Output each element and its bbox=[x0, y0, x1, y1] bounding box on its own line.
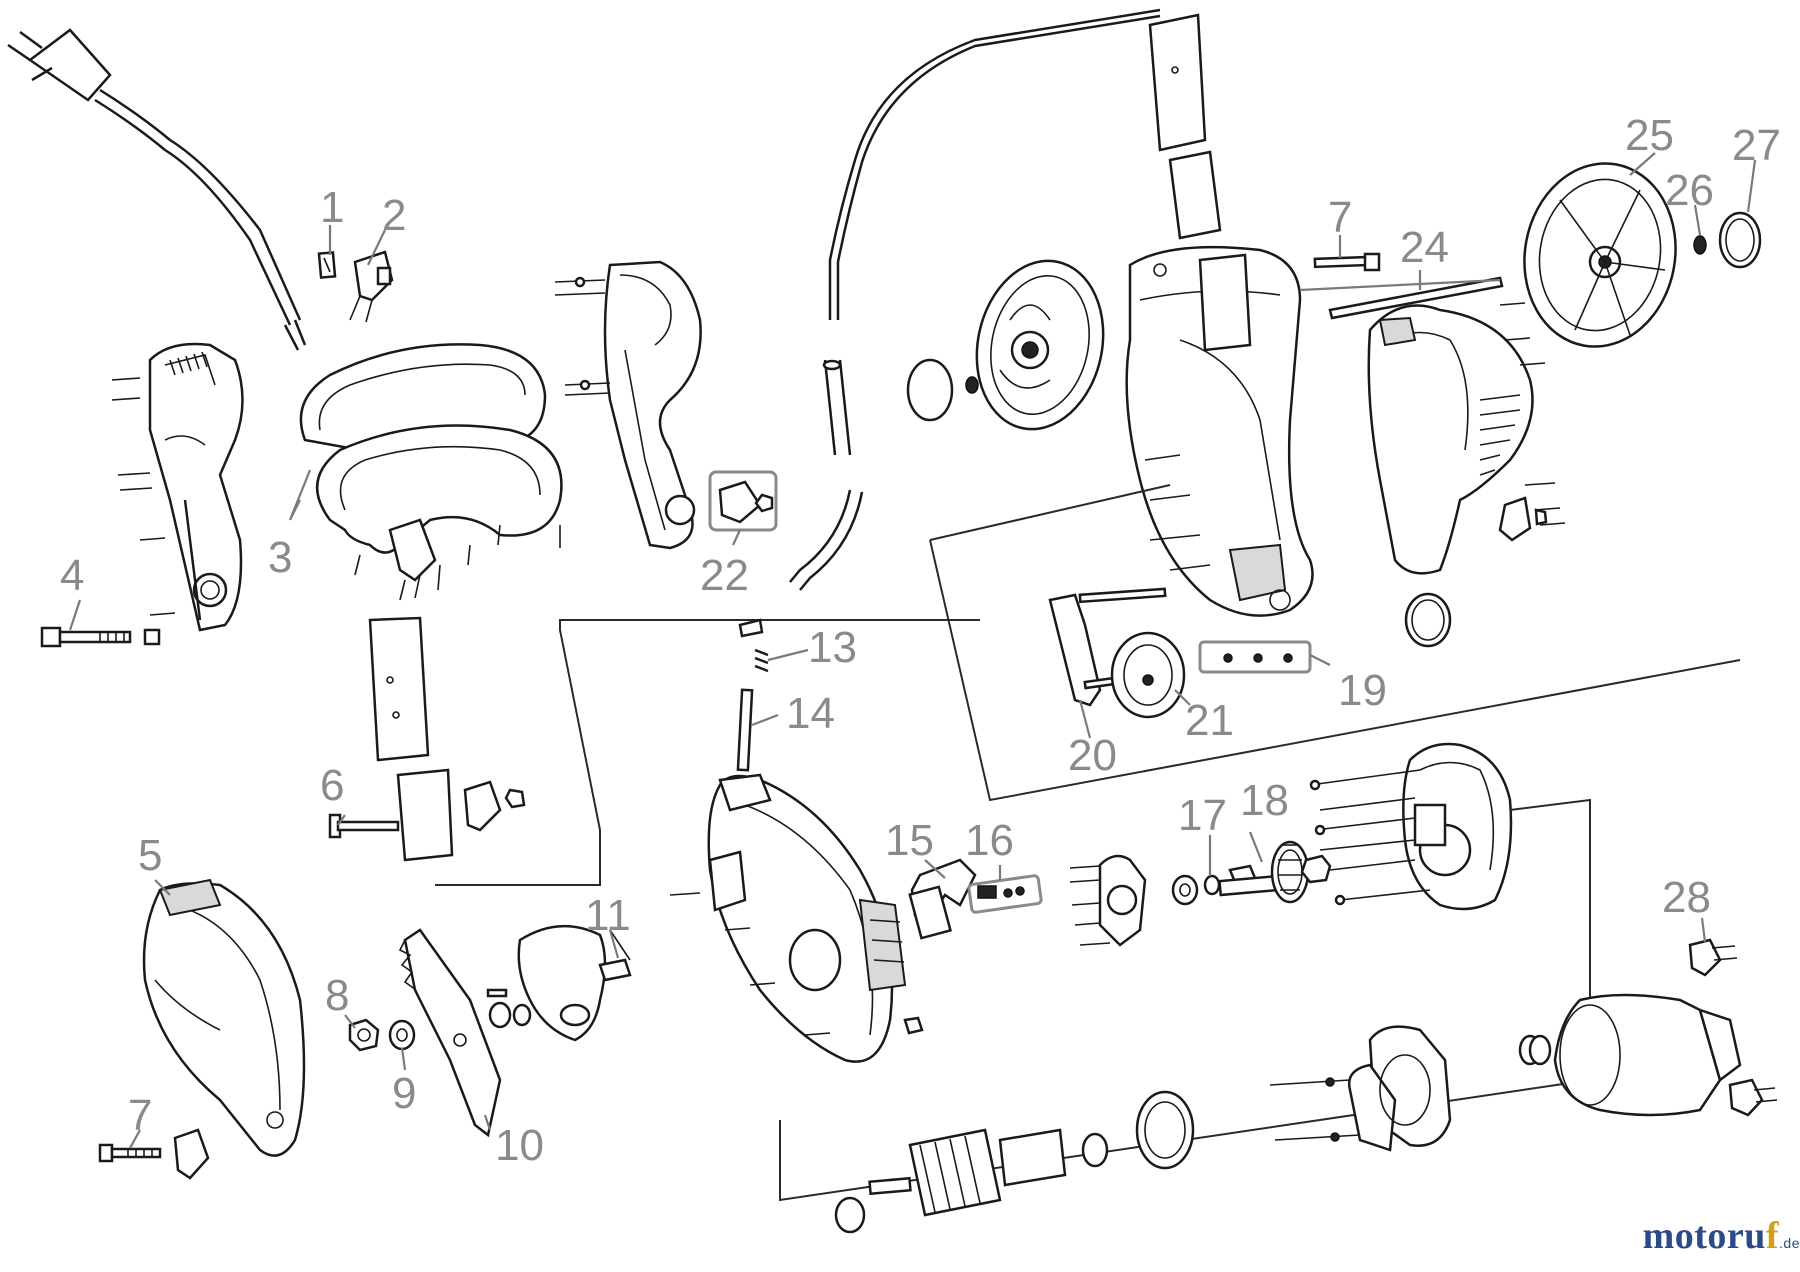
housing-knob bbox=[1498, 496, 1548, 542]
brush-holder-lower bbox=[1728, 1078, 1778, 1117]
label-9: 9 bbox=[392, 1069, 416, 1118]
guard-knob bbox=[173, 1128, 210, 1180]
part-16-spring-set bbox=[967, 874, 1043, 914]
label-4: 4 bbox=[60, 551, 84, 600]
stator bbox=[1269, 1025, 1452, 1152]
label-19: 19 bbox=[1338, 666, 1387, 715]
watermark-main: motoru bbox=[1642, 1215, 1766, 1257]
part-13-spring bbox=[738, 618, 769, 673]
label-10: 10 bbox=[495, 1121, 544, 1170]
label-5: 5 bbox=[138, 831, 162, 880]
label-22: 22 bbox=[700, 551, 749, 600]
part-22-knob bbox=[708, 470, 778, 532]
label-7-upper: 7 bbox=[1328, 193, 1352, 242]
part-6-bolt bbox=[328, 813, 400, 839]
bearing-plate bbox=[1069, 854, 1147, 947]
leader-lines bbox=[68, 152, 1757, 1149]
part-27-ring bbox=[1718, 211, 1762, 269]
lower-shaft-tube bbox=[368, 616, 454, 862]
label-25: 25 bbox=[1625, 111, 1674, 160]
part-14-pin bbox=[736, 688, 754, 772]
motoruf-watermark-logo: motoruf.de bbox=[1643, 1214, 1800, 1258]
label-15: 15 bbox=[885, 816, 934, 865]
label-18: 18 bbox=[1240, 776, 1289, 825]
label-16: 16 bbox=[965, 816, 1014, 865]
label-8: 8 bbox=[325, 971, 349, 1020]
left-wheel bbox=[975, 259, 1105, 431]
lower-shaft-outline bbox=[435, 619, 980, 886]
part-1-switch-clip bbox=[317, 251, 337, 279]
part-11-drive-link bbox=[517, 924, 632, 1042]
watermark-accent: f bbox=[1765, 1215, 1780, 1257]
part-10-blade bbox=[398, 928, 502, 1138]
label-6: 6 bbox=[320, 761, 344, 810]
label-14: 14 bbox=[786, 689, 835, 738]
watermark-suffix: .de bbox=[1779, 1235, 1800, 1251]
part-2-switch bbox=[349, 250, 394, 323]
motor-housing-left bbox=[1125, 245, 1314, 617]
blade-washers bbox=[486, 988, 532, 1029]
right-handle-half bbox=[554, 260, 702, 550]
part-21-adjust-knob bbox=[1110, 631, 1186, 719]
label-2: 2 bbox=[382, 191, 406, 240]
part-9-washer bbox=[388, 1019, 416, 1051]
part-28-brush-holder bbox=[1688, 938, 1738, 977]
upper-shaft-tube bbox=[1148, 13, 1222, 240]
gear-nut bbox=[1300, 854, 1332, 884]
motor-housing-right bbox=[1367, 302, 1566, 575]
part-labels: 1 2 3 4 5 6 7 7 8 9 10 11 13 14 15 16 17… bbox=[60, 111, 1781, 1170]
label-21: 21 bbox=[1185, 696, 1234, 745]
wheel-cap-left bbox=[906, 358, 979, 422]
label-1: 1 bbox=[320, 183, 344, 232]
label-20: 20 bbox=[1068, 731, 1117, 780]
part-26-washer bbox=[1693, 235, 1707, 255]
height-adjust-box bbox=[929, 484, 1741, 802]
label-17: 17 bbox=[1178, 791, 1227, 840]
part-24-rod bbox=[1328, 276, 1504, 320]
label-24: 24 bbox=[1400, 223, 1449, 272]
part-3-handle-grip bbox=[299, 343, 563, 601]
left-handle-half bbox=[111, 342, 244, 632]
gear-housing bbox=[669, 773, 924, 1063]
part-20-adjust-lever bbox=[1048, 587, 1167, 707]
label-13: 13 bbox=[808, 623, 857, 672]
armature bbox=[834, 1128, 1109, 1234]
part-7-bolt-lower bbox=[98, 1143, 162, 1163]
spacer-ring bbox=[1135, 1090, 1195, 1170]
part-19-balls bbox=[1198, 640, 1312, 674]
cable-loop bbox=[789, 8, 1161, 591]
motor-can bbox=[1553, 993, 1742, 1117]
label-3: 3 bbox=[268, 533, 292, 582]
motor-mount bbox=[1309, 742, 1513, 911]
power-cord-plug bbox=[7, 28, 307, 351]
shaft-knob bbox=[463, 780, 526, 832]
part-8-nut bbox=[348, 1018, 380, 1052]
part-15-lever bbox=[908, 858, 977, 940]
housing-ring bbox=[1404, 592, 1452, 648]
label-27: 27 bbox=[1732, 121, 1781, 170]
label-11: 11 bbox=[585, 891, 631, 940]
label-28: 28 bbox=[1662, 873, 1711, 922]
part-25-right-wheel bbox=[1523, 162, 1677, 348]
part-7-bolt-upper bbox=[1313, 252, 1381, 272]
label-26: 26 bbox=[1665, 166, 1714, 215]
part-5-blade-guard bbox=[142, 878, 306, 1157]
label-7-lower: 7 bbox=[128, 1091, 152, 1140]
motor-bearing bbox=[1518, 1034, 1552, 1066]
part-4-bolt bbox=[40, 626, 161, 648]
